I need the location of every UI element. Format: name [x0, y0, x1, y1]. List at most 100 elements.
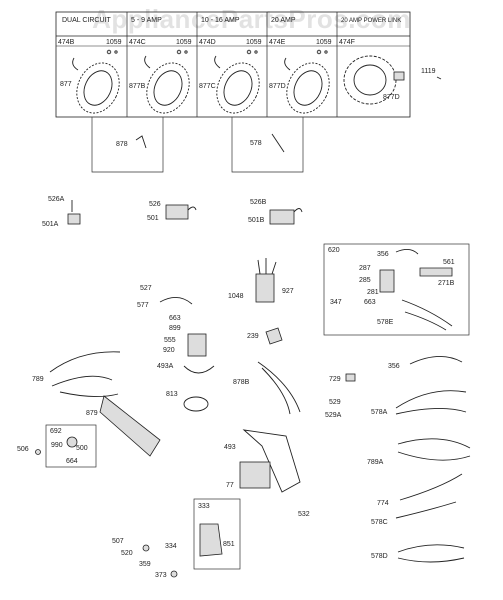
- label-692: 692: [50, 428, 62, 435]
- label-877: 877: [60, 81, 72, 88]
- label-877D: 877D: [269, 83, 286, 90]
- label-877B: 877B: [129, 83, 146, 90]
- label-920: 920: [163, 347, 175, 354]
- label-899: 899: [169, 325, 181, 332]
- header-title-5: 20 AMP POWER LINK: [341, 18, 401, 24]
- label-356a: 356: [377, 251, 389, 258]
- box-878: [91, 117, 164, 173]
- part-356-wire: [409, 356, 463, 365]
- part-813: [183, 396, 209, 412]
- part-501B: [269, 209, 295, 225]
- label-620: 620: [328, 247, 340, 254]
- header-sub-4: 1059: [316, 39, 332, 46]
- part-578: [271, 133, 285, 153]
- screw-icon: [176, 49, 188, 55]
- label-789A: 789A: [367, 459, 384, 466]
- box-578: [231, 117, 304, 173]
- stator-coil-2: [144, 55, 190, 114]
- label-813: 813: [166, 391, 178, 398]
- label-501B: 501B: [248, 217, 265, 224]
- header-code-4: 474E: [269, 39, 286, 46]
- label-526B: 526B: [250, 199, 267, 206]
- label-879: 879: [86, 410, 98, 417]
- label-529: 529: [329, 399, 341, 406]
- label-506: 506: [17, 446, 29, 453]
- label-851: 851: [223, 541, 235, 548]
- label-663b: 663: [169, 315, 181, 322]
- part-577: [159, 297, 193, 305]
- part-271B: [419, 267, 453, 277]
- stator-coil-1: [72, 57, 120, 114]
- part-578A: [395, 390, 467, 409]
- part-578E: [401, 299, 453, 327]
- label-578: 578: [250, 140, 262, 147]
- part-ignition-coil: [199, 523, 223, 557]
- label-287: 287: [359, 265, 371, 272]
- label-927: 927: [282, 288, 294, 295]
- label-356b: 356: [388, 363, 400, 370]
- label-527: 527: [140, 285, 152, 292]
- stator-coil-3: [214, 55, 260, 114]
- part-878B: [257, 361, 301, 413]
- label-555: 555: [164, 337, 176, 344]
- header-code-3: 474D: [199, 39, 216, 46]
- part-578D: [397, 544, 465, 553]
- label-877D-powerlink: 877D: [383, 94, 400, 101]
- bolt-1119: [436, 76, 442, 80]
- stator-powerlink: [343, 55, 405, 105]
- header-title-1: DUAL CIRCUIT: [62, 17, 111, 24]
- label-493: 493: [224, 444, 236, 451]
- label-501: 501: [147, 215, 159, 222]
- label-500: 500: [76, 445, 88, 452]
- label-526: 526: [149, 201, 161, 208]
- label-532: 532: [298, 511, 310, 518]
- box-692: [45, 424, 97, 468]
- label-877C: 877C: [199, 83, 216, 90]
- label-578D: 578D: [371, 553, 388, 560]
- part-77-regulator: [239, 461, 271, 489]
- stator-header-table: DUAL CIRCUIT 5 - 9 AMP 10 - 16 AMP 20 AM…: [55, 11, 411, 118]
- screw-icon: [246, 49, 258, 55]
- header-title-4: 20 AMP: [271, 17, 296, 24]
- label-1048: 1048: [228, 293, 244, 300]
- label-578E: 578E: [377, 319, 394, 326]
- label-561: 561: [443, 259, 455, 266]
- label-664: 664: [66, 458, 78, 465]
- label-493A: 493A: [157, 363, 174, 370]
- label-729: 729: [329, 376, 341, 383]
- label-333: 333: [198, 503, 210, 510]
- part-239: [265, 327, 283, 345]
- label-578A: 578A: [371, 409, 388, 416]
- header-sub-2: 1059: [176, 39, 192, 46]
- label-774: 774: [377, 500, 389, 507]
- part-493-bracket: [242, 429, 301, 493]
- header-code-1: 474B: [58, 39, 75, 46]
- label-281: 281: [367, 289, 379, 296]
- label-878B: 878B: [233, 379, 250, 386]
- label-663a: 663: [364, 299, 376, 306]
- label-271B: 271B: [438, 280, 455, 287]
- label-507: 507: [112, 538, 124, 545]
- box-620: [323, 243, 470, 336]
- label-501A: 501A: [42, 221, 59, 228]
- label-334: 334: [165, 543, 177, 550]
- label-878: 878: [116, 141, 128, 148]
- label-285: 285: [359, 277, 371, 284]
- label-529A: 529A: [325, 412, 342, 419]
- label-1119: 1119: [421, 68, 436, 75]
- part-switch-bracket: [379, 269, 395, 293]
- part-789-harness: [49, 351, 121, 373]
- part-878: [135, 135, 147, 149]
- screw-icon: [106, 49, 118, 55]
- key-switch-icon: [66, 436, 78, 448]
- label-789: 789: [32, 376, 44, 383]
- part-1048: [255, 273, 275, 303]
- part-501A: [67, 213, 81, 225]
- part-578C: [395, 501, 457, 519]
- label-526A: 526A: [48, 196, 65, 203]
- part-879-bracket: [99, 395, 161, 457]
- label-577: 577: [137, 302, 149, 309]
- label-347: 347: [330, 299, 342, 306]
- box-333: [193, 498, 241, 570]
